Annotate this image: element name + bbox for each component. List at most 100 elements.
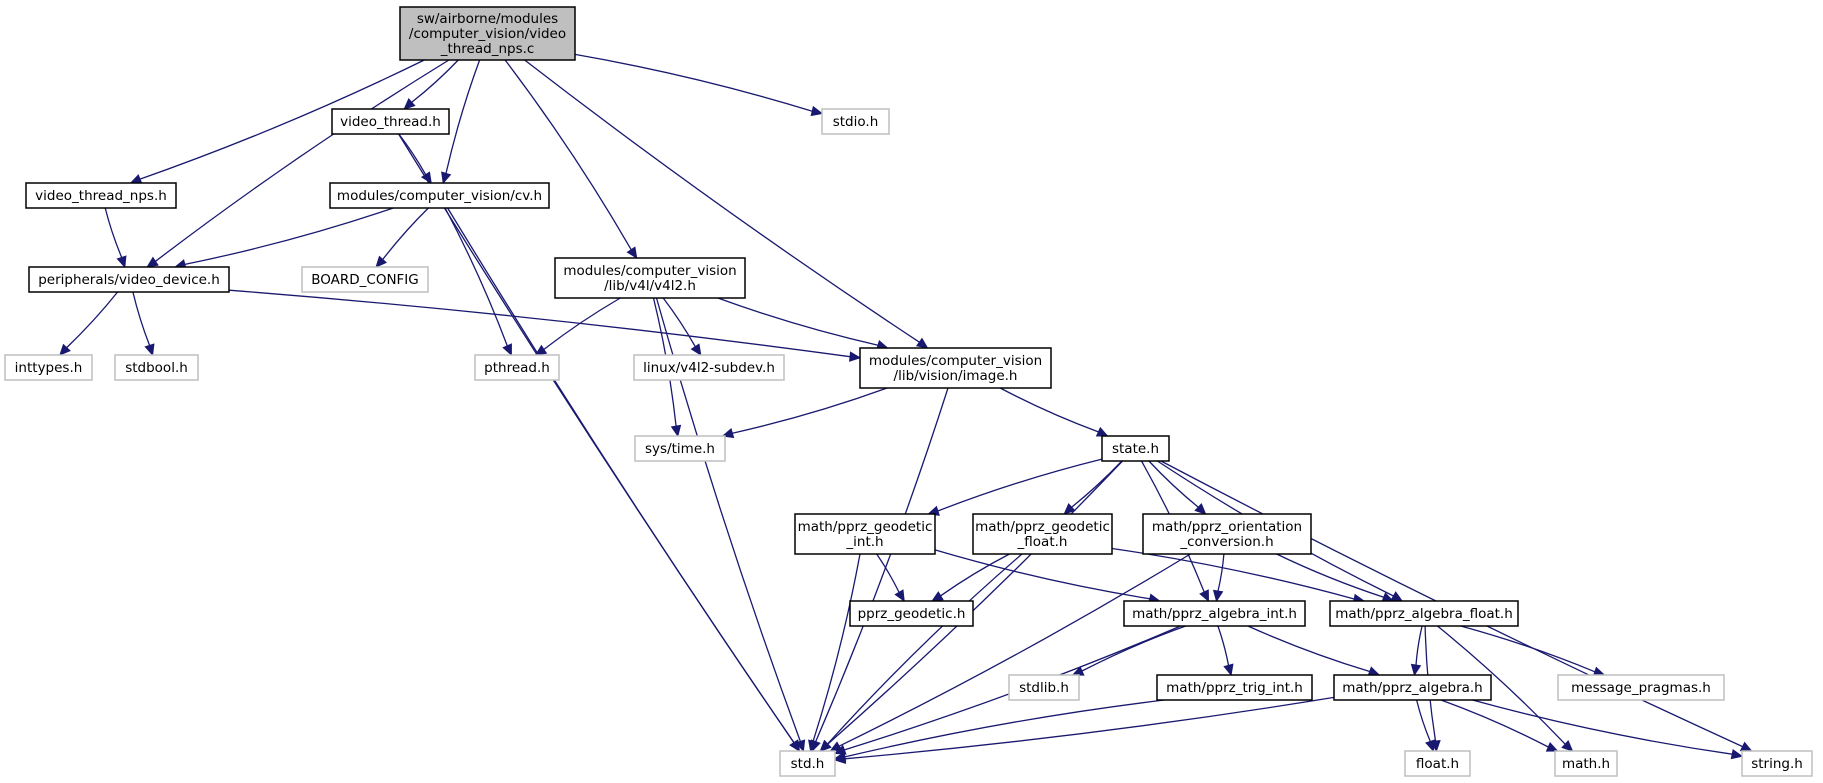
node-label: BOARD_CONFIG	[311, 272, 419, 288]
node-label: std.h	[791, 756, 825, 772]
node-box	[329, 182, 550, 209]
dependency-edge-video_device_h-to-stdbool_h	[132, 291, 155, 357]
edge-arrowhead	[1561, 739, 1574, 752]
dependency-edge-algebra_int_h-to-stdlib_h	[1071, 625, 1186, 676]
dependency-edge-v4l2_h-to-image_h	[717, 297, 889, 351]
edge-line	[940, 553, 1010, 597]
nodes-layer: sw/airborne/modules/computer_vision/vide…	[4, 6, 1813, 777]
node-box	[1008, 674, 1080, 701]
node-label: /lib/vision/image.h	[894, 368, 1018, 384]
dependency-edge-v4l2_h-to-v4l2_subdev_h	[662, 297, 702, 357]
node-inttypes-h: inttypes.h	[4, 354, 93, 381]
node-label: math/pprz_algebra_float.h	[1335, 606, 1513, 622]
edge-line	[838, 553, 1191, 747]
node-box	[331, 108, 450, 135]
node-label: peripherals/video_device.h	[38, 272, 220, 288]
node-label: math/pprz_orientation	[1152, 519, 1302, 535]
node-math-h: math.h	[1554, 750, 1618, 777]
dependency-edge-root-to-stdio_h	[574, 53, 824, 117]
node-label: modules/computer_vision	[869, 353, 1042, 369]
edge-line	[132, 291, 151, 346]
node-trig-int-h[interactable]: math/pprz_trig_int.h	[1156, 674, 1313, 701]
node-v4l2-h[interactable]: modules/computer_vision/lib/v4l/v4l2.h	[554, 257, 746, 299]
node-label: /lib/v4l/v4l2.h	[604, 278, 696, 294]
dependency-edge-state_h-to-geodetic_float_h	[1063, 460, 1123, 515]
node-video-thread-nps-h[interactable]: video_thread_nps.h	[25, 182, 177, 209]
node-cv-h[interactable]: modules/computer_vision/cv.h	[329, 182, 550, 209]
node-box	[1557, 674, 1725, 701]
edge-line	[411, 59, 459, 103]
node-string-h: string.h	[1741, 750, 1813, 777]
node-label: pthread.h	[484, 360, 550, 376]
dependency-edge-video_device_h-to-image_h	[228, 289, 862, 362]
edge-arrowhead	[375, 255, 388, 268]
edge-line	[1415, 699, 1431, 742]
edge-arrowhead	[1739, 741, 1753, 752]
node-box	[1554, 750, 1618, 777]
dependency-edge-orientation_h-to-algebra_float_h	[1276, 553, 1395, 602]
dependency-edge-geodetic_float_h-to-pprz_geodetic_h	[931, 553, 1010, 602]
edge-line	[827, 553, 1023, 745]
node-label: state.h	[1112, 441, 1159, 457]
node-label: math/pprz_geodetic	[798, 519, 933, 535]
edge-line	[815, 387, 949, 742]
dependency-edge-algebra_int_h-to-trig_int_h	[1217, 625, 1234, 677]
node-geodetic-float-h[interactable]: math/pprz_geodetic_float.h	[972, 513, 1113, 555]
node-box	[794, 513, 936, 555]
edge-line	[1217, 625, 1230, 666]
node-orientation-h[interactable]: math/pprz_orientation_conversion.h	[1142, 513, 1312, 555]
node-box	[554, 257, 746, 299]
node-box	[114, 354, 199, 381]
dependency-edge-orientation_h-to-std_h	[829, 553, 1191, 752]
edge-arrowhead	[795, 739, 806, 753]
node-label: math/pprz_geodetic	[975, 519, 1110, 535]
node-algebra-float-h[interactable]: math/pprz_algebra_float.h	[1329, 600, 1519, 627]
node-box	[1404, 750, 1471, 777]
edge-arrowhead	[59, 343, 71, 356]
edge-arrowhead	[1095, 426, 1109, 437]
dependency-edge-cv_h-to-pthread_h	[444, 207, 512, 357]
node-label: float.h	[1416, 756, 1459, 772]
edge-line	[104, 207, 123, 258]
edge-arrowhead	[931, 591, 944, 602]
edge-arrowhead	[1223, 663, 1234, 677]
edge-arrowhead	[146, 256, 159, 268]
node-root[interactable]: sw/airborne/modules/computer_vision/vide…	[399, 6, 576, 61]
edge-line	[543, 297, 621, 350]
dependency-edge-algebra_h-to-float_h	[1415, 699, 1436, 753]
edge-line	[1247, 625, 1370, 673]
node-label: modules/computer_vision/cv.h	[337, 188, 542, 204]
dependency-edge-algebra_int_h-to-algebra_h	[1247, 625, 1381, 677]
edge-arrowhead	[819, 739, 832, 752]
edge-line	[504, 59, 632, 251]
edge-arrowhead	[403, 97, 416, 110]
node-geodetic-int-h[interactable]: math/pprz_geodetic_int.h	[794, 513, 936, 555]
node-label: _float.h	[1017, 534, 1068, 550]
edge-arrowhead	[1194, 502, 1207, 515]
edge-line	[1415, 625, 1423, 666]
edge-line	[1148, 460, 1199, 508]
dependency-edge-algebra_float_h-to-message_pragmas_h	[1460, 625, 1606, 677]
edge-line	[1472, 699, 1733, 755]
node-box	[1329, 600, 1519, 627]
node-box	[634, 435, 726, 462]
dependency-edge-v4l2_h-to-pthread_h	[534, 297, 621, 356]
dependency-edge-image_h-to-time_h	[721, 387, 888, 439]
dependency-edge-geodetic_int_h-to-std_h	[808, 553, 861, 753]
edge-line	[155, 59, 450, 262]
node-algebra-int-h[interactable]: math/pprz_algebra_int.h	[1123, 600, 1306, 627]
node-pprz-geodetic-h[interactable]: pprz_geodetic.h	[849, 600, 974, 627]
node-state-h[interactable]: state.h	[1101, 435, 1170, 462]
node-image-h[interactable]: modules/computer_vision/lib/vision/image…	[859, 347, 1052, 389]
node-algebra-h[interactable]: math/pprz_algebra.h	[1333, 674, 1492, 701]
node-video-device-h[interactable]: peripherals/video_device.h	[28, 266, 230, 293]
node-video-thread-h[interactable]: video_thread.h	[331, 108, 450, 135]
node-label: sw/airborne/modules	[417, 11, 558, 27]
edge-line	[447, 207, 795, 743]
node-box	[821, 108, 890, 135]
edge-line	[844, 699, 1165, 758]
dependency-edge-image_h-to-state_h	[999, 387, 1109, 437]
node-label: stdio.h	[833, 114, 879, 130]
node-box	[1142, 513, 1312, 555]
dependency-edge-geodetic_float_h-to-std_h	[819, 553, 1023, 752]
